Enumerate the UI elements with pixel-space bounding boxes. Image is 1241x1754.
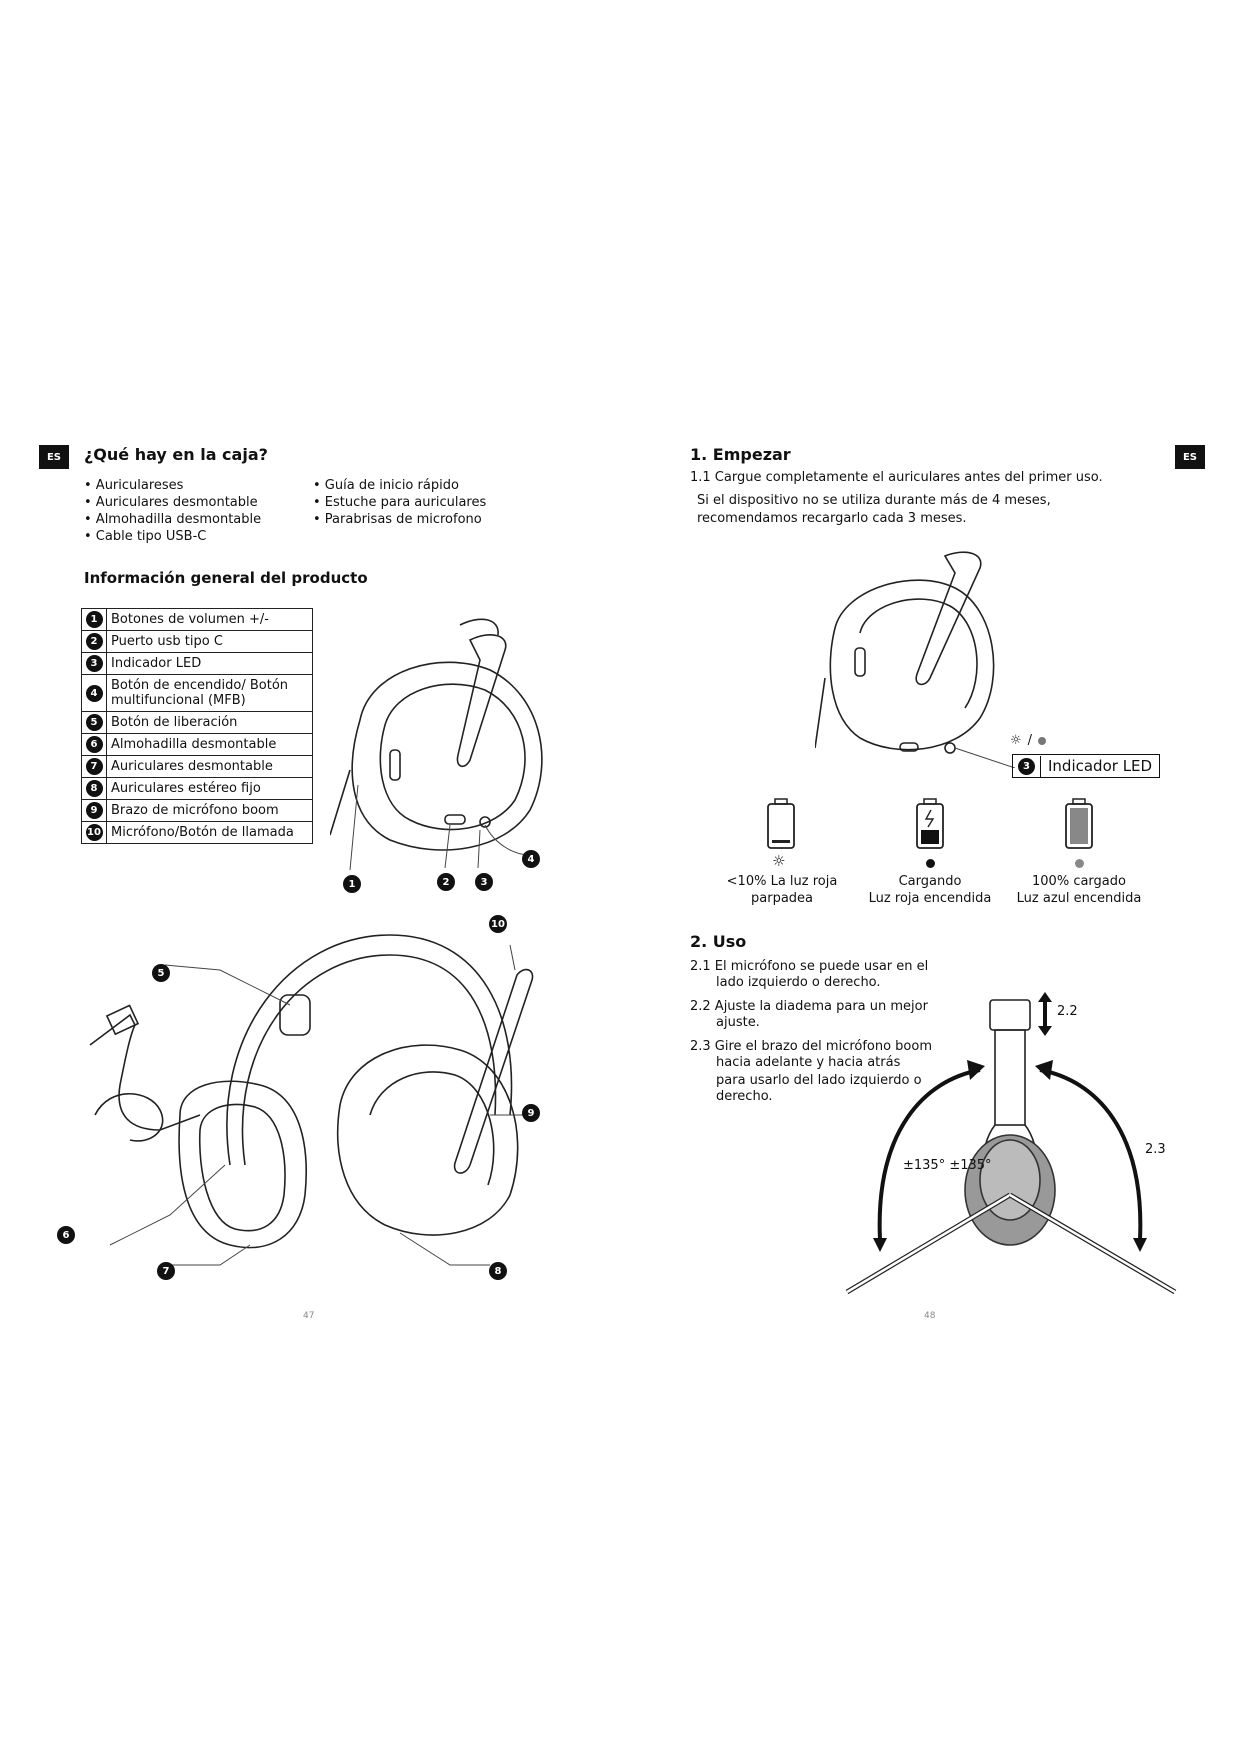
battery-low-caption: <10% La luz roja parpadea (707, 873, 857, 907)
led-dot-icon (1038, 736, 1047, 745)
part-number: 5 (85, 714, 103, 731)
part-number: 2 (85, 633, 103, 650)
callout-5: 5 (152, 964, 170, 982)
box-item: • Guía de inicio rápido (313, 478, 459, 493)
part-number: 8 (85, 780, 103, 797)
callout-1: 1 (343, 875, 361, 893)
caption-line: 100% cargado (1032, 874, 1126, 889)
earcup-closeup-illustration (330, 618, 543, 871)
earcup-led-illustration (815, 551, 1015, 768)
start-note-line1: Si el dispositivo no se utiliza durante … (697, 493, 1051, 508)
label-2-3: 2.3 (1145, 1142, 1166, 1157)
caption-line: Cargando (898, 874, 962, 889)
usage-title: 2. Uso (690, 932, 747, 951)
usage-2-3b: hacia adelante y hacia atrás (716, 1055, 901, 1070)
page-number-left: 47 (303, 1311, 315, 1321)
callout-7: 7 (157, 1262, 175, 1280)
battery-full-caption: 100% cargado Luz azul encendida (1004, 873, 1154, 907)
part-number: 1 (85, 611, 103, 628)
box-item: • Auriculares desmontable (84, 495, 258, 510)
led-separator: / (1027, 733, 1033, 748)
box-item: • Almohadilla desmontable (84, 512, 262, 527)
led-solid-red-dot (926, 859, 935, 868)
led-status-hint: ☼ / (1010, 733, 1047, 748)
part-label: Puerto usb tipo C (106, 630, 313, 653)
part-number: 4 (85, 684, 103, 702)
part-label: Almohadilla desmontable (106, 733, 313, 756)
caption-line: parpadea (751, 891, 813, 906)
box-item: • Estuche para auriculares (313, 495, 487, 510)
usage-2-3c: para usarlo del lado izquierdo o (716, 1073, 922, 1088)
part-label: Auriculares desmontable (106, 755, 313, 778)
usage-2-1a: 2.1 El micrófono se puede usar en el (690, 959, 929, 974)
blink-icon: ☼ (1010, 733, 1022, 748)
mic-rotation-diagram (845, 992, 1177, 1295)
language-tag-right: ES (1175, 445, 1205, 469)
part-label: Botón de liberación (106, 711, 313, 734)
led-indicator-label: 3 Indicador LED (1012, 754, 1161, 778)
usage-2-2b: ajuste. (716, 1015, 760, 1030)
usage-2-2a: 2.2 Ajuste la diadema para un mejor (690, 999, 928, 1014)
part-number: 3 (85, 655, 103, 672)
start-title: 1. Empezar (690, 445, 791, 464)
product-overview-title: Información general del producto (84, 569, 368, 587)
part-label: Botón de encendido/ Botón multifuncional… (106, 674, 313, 712)
box-items-col2: • Guía de inicio rápido • Estuche para a… (313, 477, 486, 528)
whats-in-box-title: ¿Qué hay en la caja? (84, 445, 268, 464)
callout-3: 3 (475, 873, 493, 891)
box-items-col1: • Auriculareses • Auriculares desmontabl… (84, 477, 261, 545)
part-number: 7 (85, 758, 103, 775)
part-number: 10 (85, 824, 103, 841)
part-label: Brazo de micrófono boom (106, 799, 313, 822)
usage-2-3d: derecho. (716, 1089, 773, 1104)
battery-charging-caption: Cargando Luz roja encendida (855, 873, 1005, 907)
part-label: Botones de volumen +/- (106, 608, 313, 631)
start-step-1-1: 1.1 Cargue completamente el auriculares … (690, 470, 1103, 485)
part-label: Micrófono/Botón de llamada (106, 821, 313, 844)
callout-6: 6 (57, 1226, 75, 1244)
box-item: • Cable tipo USB-C (84, 529, 207, 544)
battery-charging-icon (916, 798, 944, 849)
language-tag-left: ES (39, 445, 69, 469)
usage-2-3a: 2.3 Gire el brazo del micrófono boom (690, 1039, 933, 1054)
caption-line: Luz azul encendida (1016, 891, 1142, 906)
page-number-right: 48 (924, 1311, 936, 1321)
caption-line: <10% La luz roja (726, 874, 838, 889)
blink-icon: ☼ (772, 852, 786, 870)
start-note-line2: recomendamos recargarlo cada 3 meses. (697, 511, 967, 526)
box-item: • Auriculareses (84, 478, 184, 493)
part-label: Indicador LED (106, 652, 313, 675)
battery-low-icon (767, 798, 795, 849)
part-label: Auriculares estéreo fijo (106, 777, 313, 800)
headset-illustration (89, 934, 535, 1266)
part-number: 6 (85, 736, 103, 753)
led-index: 3 (1018, 757, 1035, 775)
caption-line: Luz roja encendida (868, 891, 992, 906)
led-solid-blue-dot (1075, 859, 1084, 868)
callout-9: 9 (522, 1104, 540, 1122)
led-label: Indicador LED (1048, 757, 1153, 775)
callout-2: 2 (437, 873, 455, 891)
usage-2-1b: lado izquierdo o derecho. (716, 975, 881, 990)
rotation-angle-label: ±135° ±135° (903, 1158, 992, 1173)
callout-4: 4 (522, 850, 540, 868)
label-2-2: 2.2 (1057, 1004, 1078, 1019)
battery-full-icon (1065, 798, 1093, 849)
callout-10: 10 (489, 915, 507, 933)
box-item: • Parabrisas de microfono (313, 512, 482, 527)
part-number: 9 (85, 802, 103, 819)
callout-8: 8 (489, 1262, 507, 1280)
